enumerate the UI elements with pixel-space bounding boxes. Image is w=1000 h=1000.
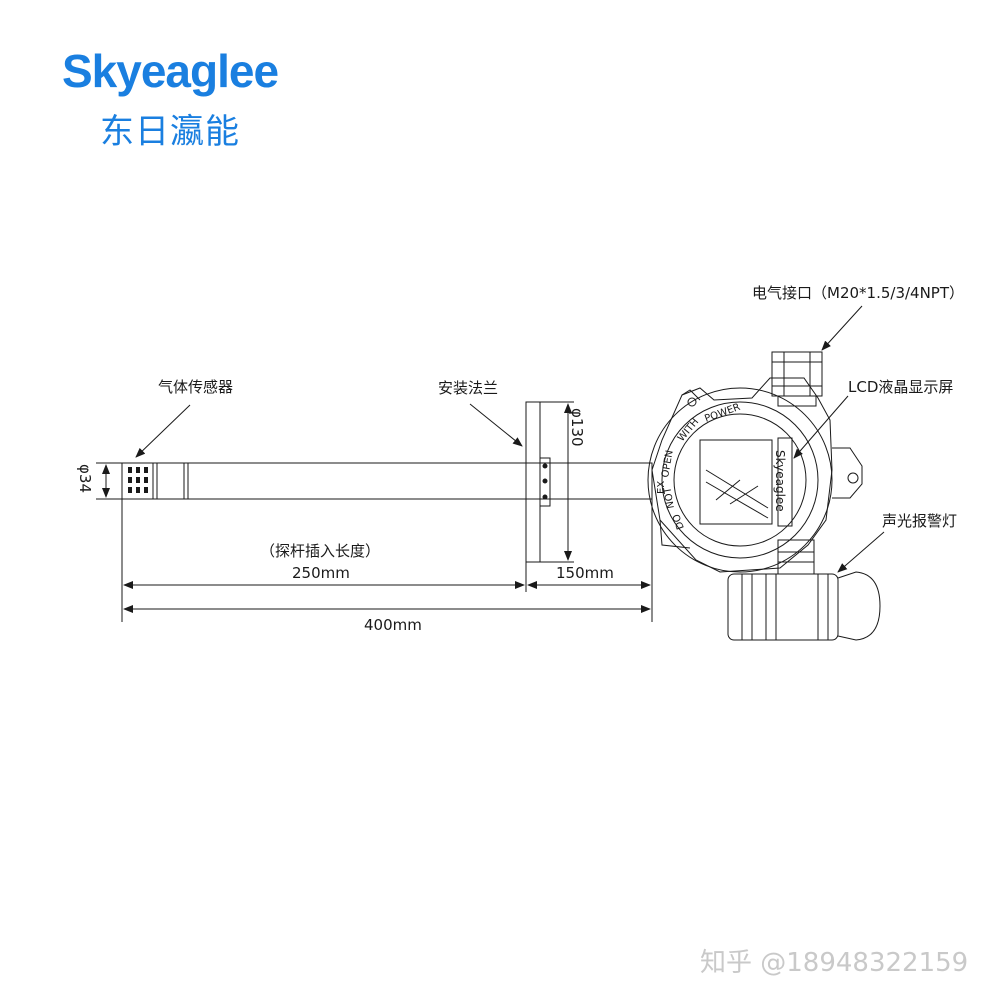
explosion-proof-housing [647, 377, 863, 573]
mounting-flange [525, 401, 551, 563]
alarm-light [727, 539, 881, 641]
dim-insert-length: 250mm [292, 564, 350, 582]
label-electrical-port: 电气接口（M20*1.5/3/4NPT） [752, 284, 964, 302]
label-gas-sensor: 气体传感器 [158, 378, 233, 396]
leader-lines [135, 305, 885, 573]
sensor-vents [128, 467, 148, 493]
label-flange: 安装法兰 [438, 379, 498, 397]
dim-insert-note: （探杆插入长度） [260, 542, 380, 560]
svg-text:NOT: NOT [662, 485, 677, 509]
dim-total-length: 400mm [364, 616, 422, 634]
svg-text:POWER: POWER [703, 402, 742, 425]
dim-housing-length: 150mm [556, 564, 614, 582]
svg-text:OPEN: OPEN [660, 449, 676, 478]
svg-text:DO: DO [671, 512, 687, 531]
brand-logo-en: Skyeaglee [62, 45, 279, 97]
dimension-lines [96, 401, 653, 622]
svg-text:EX: EX [656, 481, 667, 494]
dim-flange-diameter: φ130 [568, 408, 586, 447]
cable-gland [771, 351, 823, 407]
brand-logo-cn: 东日瀛能 [100, 112, 240, 152]
watermark: 知乎 @18948322159 [700, 948, 969, 978]
label-lcd: LCD液晶显示屏 [848, 378, 953, 396]
label-alarm-light: 声光报警灯 [882, 512, 957, 530]
dim-probe-diameter: φ34 [76, 464, 94, 493]
probe-rod [121, 462, 653, 500]
housing-face-brand: Skyeaglee [773, 450, 787, 512]
